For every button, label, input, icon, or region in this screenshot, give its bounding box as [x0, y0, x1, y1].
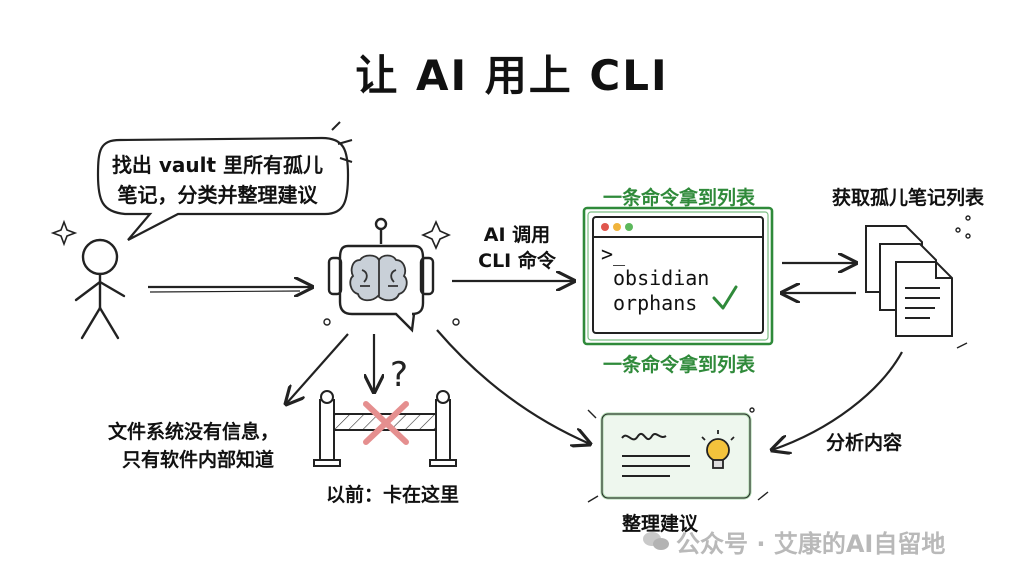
- suggestion-label: 整理建议: [622, 513, 699, 535]
- filesystem-note-line-2: 只有软件内部知道: [122, 449, 275, 471]
- terminal-command-line-1: obsidian: [613, 266, 710, 290]
- blocked-barrier: [313, 390, 457, 467]
- filesystem-note-line-1: 文件系统没有信息，: [108, 421, 280, 443]
- user-request-line-2: 笔记，分类并整理建议: [117, 183, 318, 207]
- brain-icon: [349, 254, 408, 302]
- terminal-caption-bottom: 一条命令拿到列表: [602, 354, 755, 376]
- orphan-notes-documents: [865, 225, 953, 337]
- analyze-label: 分析内容: [826, 432, 903, 454]
- blocked-x-icon: [363, 401, 409, 445]
- user-stick-figure: [74, 238, 126, 340]
- arrow-ai-to-suggestion: [436, 329, 590, 444]
- ai-call-label-line-2: CLI 命令: [478, 250, 556, 272]
- suggestion-card: [600, 412, 752, 500]
- sparkle-icon: [50, 219, 78, 247]
- arrow-ai-to-filesystem: [286, 333, 349, 404]
- blocked-label: 以前：卡在这里: [326, 484, 460, 506]
- sparkle-marks: [331, 121, 353, 163]
- watermark: 公众号 · 艾康的AI自留地: [643, 524, 946, 559]
- question-mark-icon: ?: [390, 355, 408, 395]
- ai-call-label: AI 调用 CLI 命令: [462, 222, 572, 274]
- user-request-text: 找出 vault 里所有孤儿 笔记，分类并整理建议: [110, 150, 325, 210]
- terminal-command-line-2: orphans: [613, 291, 698, 315]
- speech-bubble: [96, 136, 350, 241]
- terminal-caption-top: 一条命令拿到列表: [602, 187, 755, 209]
- user-request-line-1: 找出 vault 里所有孤儿: [111, 153, 324, 177]
- lightbulb-icon: [701, 430, 735, 469]
- checkmark-icon: [712, 285, 738, 310]
- filesystem-note: 文件系统没有信息， 只有软件内部知道: [108, 418, 279, 474]
- terminal-prompt: >_: [601, 242, 626, 266]
- watermark-text: 公众号 · 艾康的AI自留地: [676, 530, 946, 558]
- page-title: 让 AI 用上 CLI: [355, 51, 669, 100]
- wechat-icon: [643, 532, 669, 550]
- ai-call-label-line-1: AI 调用: [483, 224, 551, 246]
- ai-robot: [327, 217, 435, 333]
- orphan-notes-label: 获取孤儿笔记列表: [832, 187, 985, 209]
- sparkle-icon: [421, 220, 451, 250]
- arrow-notes-to-suggestion: [772, 351, 903, 450]
